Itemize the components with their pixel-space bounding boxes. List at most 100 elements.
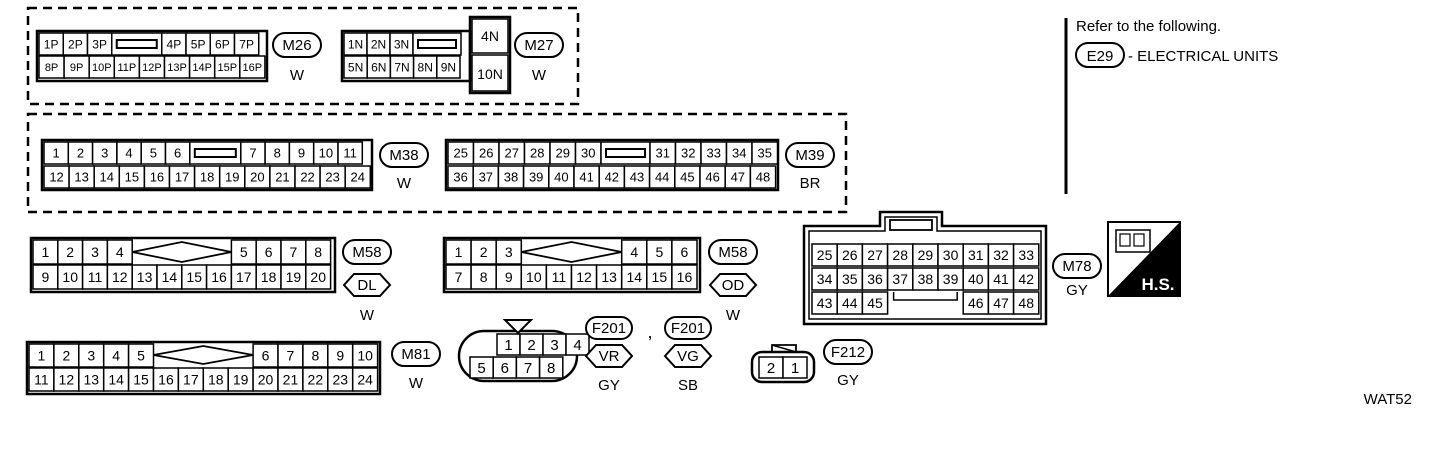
terminal-number: 4 xyxy=(116,244,124,260)
terminal-number: 4P xyxy=(167,37,182,51)
terminal-cell xyxy=(671,239,698,265)
connector-m39-outline xyxy=(444,138,780,192)
terminal-number: 3P xyxy=(92,37,107,51)
connector-m38-outline xyxy=(40,138,374,192)
terminal-number: 13 xyxy=(74,170,88,185)
terminal-number: 16 xyxy=(211,269,227,285)
terminal-number: 5P xyxy=(191,37,206,51)
terminal-number: 6 xyxy=(174,146,181,161)
connector-m38-badge-label: M38 xyxy=(389,147,418,164)
terminal-cell xyxy=(545,264,573,290)
terminal-cell xyxy=(1012,291,1040,315)
terminal-number: 27 xyxy=(505,146,519,161)
connector-m39-badge xyxy=(785,142,835,168)
terminal-number: 2N xyxy=(371,37,386,51)
connector-m58-od-outline xyxy=(442,236,702,294)
terminal-cell xyxy=(344,165,372,189)
terminal-number: 2 xyxy=(767,360,775,377)
terminal-number: 11 xyxy=(552,269,567,285)
terminal-number: 31 xyxy=(968,247,984,263)
terminal-number: 8N xyxy=(418,60,433,74)
wire-color-m38: W xyxy=(397,175,412,192)
terminal-number: 6 xyxy=(265,244,273,260)
polarity-key-diamond xyxy=(521,241,622,263)
connector-m78-housing xyxy=(802,210,1048,326)
terminal-number: 44 xyxy=(655,170,669,185)
terminal-number: 2 xyxy=(480,244,488,260)
terminal-number: 32 xyxy=(681,146,695,161)
terminal-number: 1 xyxy=(791,360,799,377)
wire-color-m78: GY xyxy=(1066,282,1088,299)
terminal-number: 10 xyxy=(526,269,542,285)
terminal-number: 9 xyxy=(42,269,50,285)
connector-m58-dl-outline xyxy=(29,236,337,294)
terminal-number: 8P xyxy=(45,62,58,74)
terminal-cell xyxy=(646,239,673,265)
terminal-number: 8 xyxy=(480,269,488,285)
connector-m81-badge xyxy=(391,341,441,367)
terminal-number: 3 xyxy=(91,244,99,260)
terminal-cell xyxy=(1012,267,1040,291)
terminal-number: 24 xyxy=(357,372,373,388)
terminal-number: 13 xyxy=(137,269,153,285)
harness-side-badge: H.S. xyxy=(1107,221,1181,297)
terminal-number: 24 xyxy=(351,170,365,185)
terminal-number: 15 xyxy=(652,269,668,285)
terminal-number: 16 xyxy=(158,372,174,388)
terminal-number: 14P xyxy=(192,62,212,74)
terminal-number: 1P xyxy=(44,37,59,51)
terminal-cell xyxy=(305,264,332,290)
terminal-number: 2P xyxy=(68,37,83,51)
terminal-number: 13 xyxy=(83,372,99,388)
terminal-number: 37 xyxy=(479,170,493,185)
terminal-number: 33 xyxy=(1018,247,1034,263)
terminal-number: 28 xyxy=(892,247,908,263)
wire-color-m39: BR xyxy=(800,175,821,192)
terminal-cell xyxy=(749,165,777,189)
terminal-number: 36 xyxy=(867,271,883,287)
terminal-cell xyxy=(255,264,282,290)
terminal-number: 12 xyxy=(49,170,63,185)
terminal-number: 1 xyxy=(53,146,60,161)
terminal-number: 6P xyxy=(215,37,230,51)
terminal-number: 45 xyxy=(680,170,694,185)
terminal-number: 31 xyxy=(656,146,670,161)
terminal-cell xyxy=(156,264,183,290)
terminal-number: 4 xyxy=(112,348,120,364)
terminal-number: 3 xyxy=(550,337,558,354)
terminal-number: 11 xyxy=(34,372,49,388)
terminal-number: 15 xyxy=(133,372,149,388)
connector-icon xyxy=(1115,229,1151,253)
terminal-number: 30 xyxy=(943,247,959,263)
terminal-number: 7 xyxy=(455,269,463,285)
terminal-number: 37 xyxy=(892,271,908,287)
terminal-cell xyxy=(445,264,472,290)
connector-m26-outline xyxy=(35,29,269,83)
terminal-number: 40 xyxy=(968,271,984,287)
terminal-number: 12P xyxy=(142,62,162,74)
terminal-number: 20 xyxy=(250,170,264,185)
terminal-number: 19 xyxy=(225,170,239,185)
terminal-number: 14 xyxy=(626,269,642,285)
wire-color-m58-od: W xyxy=(726,307,741,324)
terminal-number: 27 xyxy=(867,247,883,263)
terminal-number: 16P xyxy=(243,62,263,74)
terminal-number: 4 xyxy=(573,337,581,354)
terminal-number: 42 xyxy=(605,170,619,185)
connector-f212-badge-label: F212 xyxy=(831,344,865,361)
connector-m58-dl-badge xyxy=(342,239,392,265)
connector-m58-dl-tag-label: DL xyxy=(357,277,376,294)
terminal-number: 8 xyxy=(274,146,281,161)
terminal-number: 11 xyxy=(88,269,103,285)
connector-f201-vg-tag-label: VG xyxy=(677,348,699,365)
terminal-cell xyxy=(255,239,282,265)
terminal-number: 46 xyxy=(968,295,984,311)
terminal-number: 44 xyxy=(842,295,858,311)
terminal-number: 20 xyxy=(310,269,326,285)
terminal-number: 34 xyxy=(817,271,833,287)
reference-text: - ELECTRICAL UNITS xyxy=(1128,48,1278,65)
terminal-number: 1 xyxy=(42,244,50,260)
terminal-number: 19 xyxy=(286,269,302,285)
connector-m78-badge xyxy=(1052,253,1102,279)
terminal-number: 9 xyxy=(505,269,513,285)
